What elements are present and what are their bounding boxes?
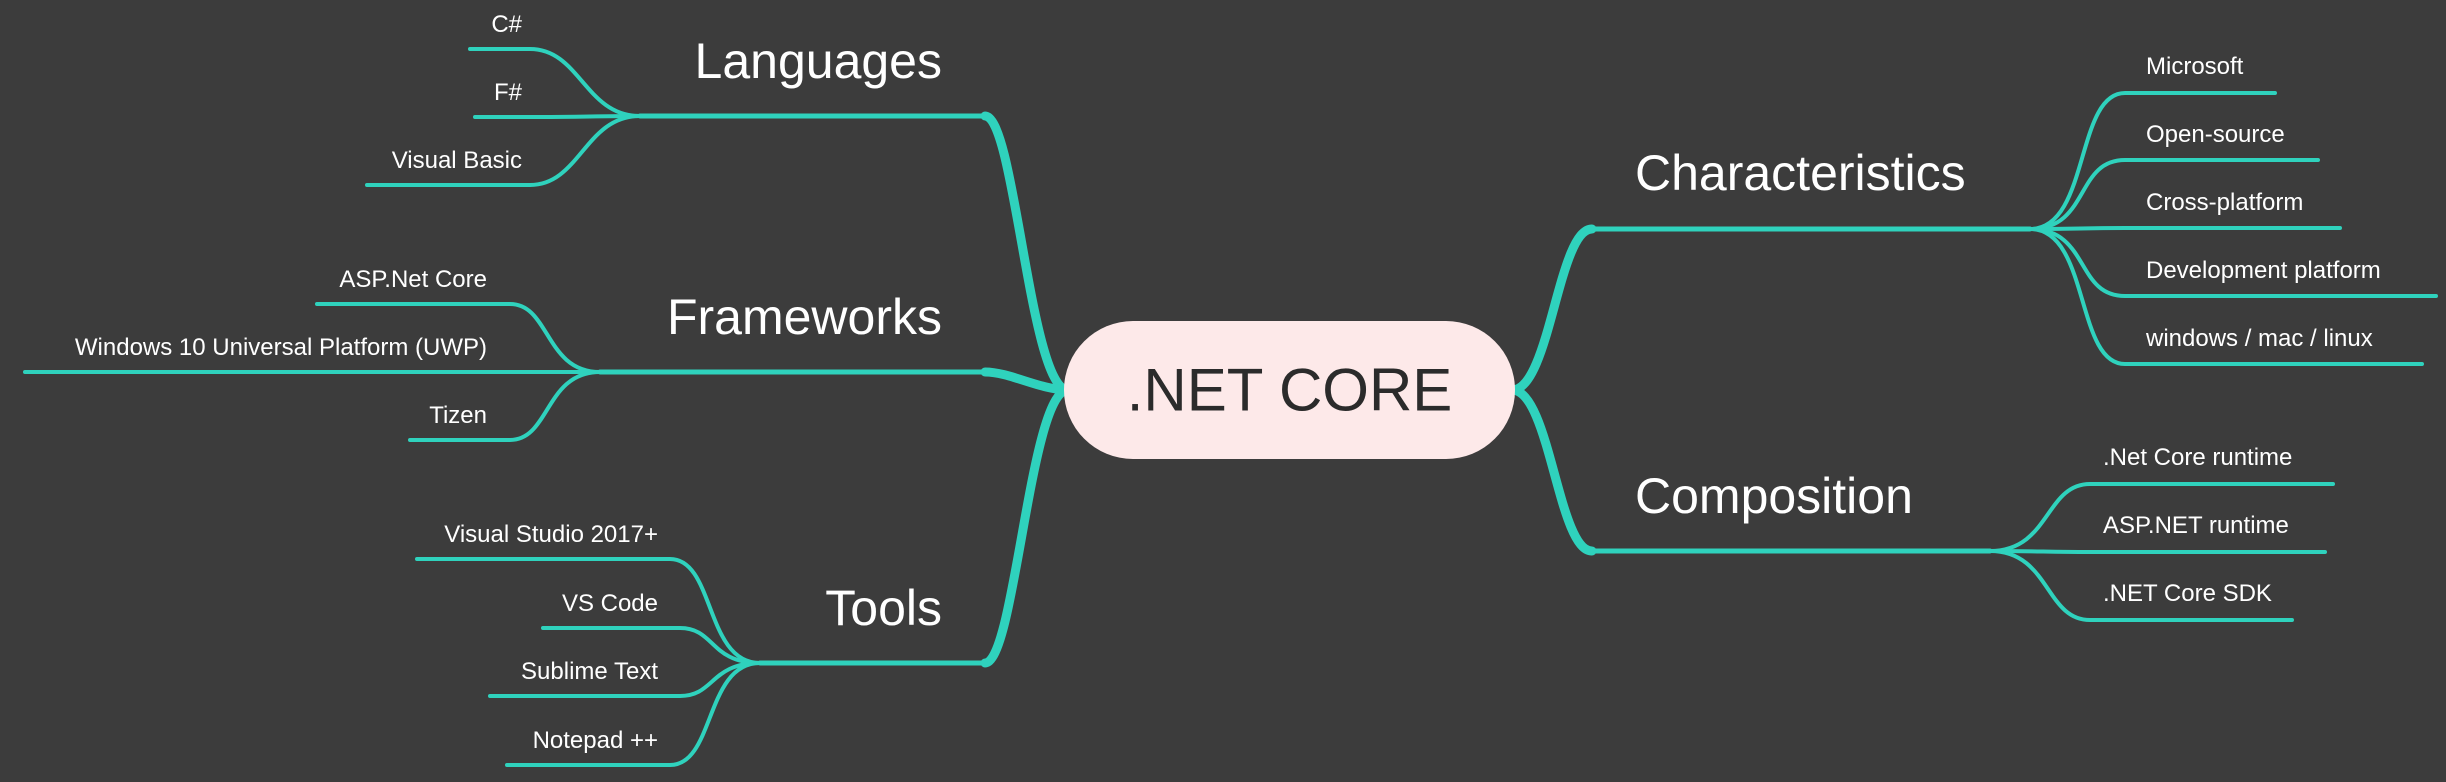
central-topic[interactable]: .NET CORE xyxy=(1064,321,1515,459)
tools-leaf-label[interactable]: Visual Studio 2017+ xyxy=(444,521,658,548)
tools-leaf-connector-1 xyxy=(415,557,762,665)
frameworks-leaf-label[interactable]: Windows 10 Universal Platform (UWP) xyxy=(75,334,487,361)
composition-leaf-label[interactable]: ASP.NET runtime xyxy=(2103,512,2289,539)
characteristics-leaf-connector-1 xyxy=(2028,91,2277,231)
tools-leaf-connector-2 xyxy=(541,626,762,665)
branch-languages-label[interactable]: Languages xyxy=(695,33,942,89)
frameworks-leaf-label[interactable]: ASP.Net Core xyxy=(339,266,487,293)
tools-leaf-label[interactable]: Notepad ++ xyxy=(533,727,658,754)
connector-center-composition xyxy=(1507,385,1597,556)
central-topic-label: .NET CORE xyxy=(1127,357,1453,424)
composition-leaf-connector-1 xyxy=(1988,482,2335,553)
languages-leaf-label[interactable]: C# xyxy=(491,11,522,38)
characteristics-leaf-label[interactable]: Open-source xyxy=(2146,121,2285,148)
characteristics-leaf-label[interactable]: Development platform xyxy=(2146,257,2381,284)
composition-leaf-connector-2 xyxy=(1988,549,2327,554)
languages-leaf-label[interactable]: Visual Basic xyxy=(392,147,522,174)
frameworks-leaf-connector-1 xyxy=(315,302,602,374)
branch-frameworks-label[interactable]: Frameworks xyxy=(667,289,942,345)
connector-center-characteristics xyxy=(1507,224,1597,395)
characteristics-leaf-label[interactable]: Microsoft xyxy=(2146,53,2244,80)
languages-leaf-connector-3 xyxy=(365,114,642,187)
frameworks-leaf-connector-3 xyxy=(408,370,602,442)
central-topic-bubble xyxy=(1064,321,1515,459)
languages-leaf-label[interactable]: F# xyxy=(494,79,523,106)
composition-leaf-connector-3 xyxy=(1988,549,2294,622)
languages-leaf-connector-1 xyxy=(468,47,642,118)
branch-composition-label[interactable]: Composition xyxy=(1635,468,1913,524)
characteristics-leaf-label[interactable]: Cross-platform xyxy=(2146,189,2303,216)
characteristics-leaf-label[interactable]: windows / mac / linux xyxy=(2145,325,2373,352)
branch-tools-label[interactable]: Tools xyxy=(825,580,942,636)
composition-leaf-label[interactable]: .Net Core runtime xyxy=(2103,444,2292,471)
characteristics-leaf-connector-3 xyxy=(2028,226,2342,231)
frameworks-leaf-label[interactable]: Tizen xyxy=(429,402,487,429)
composition-leaf-label[interactable]: .NET Core SDK xyxy=(2103,580,2272,607)
languages-leaf-connector-2 xyxy=(473,114,642,119)
characteristics-leaf-connector-2 xyxy=(2028,158,2320,231)
characteristics-leaf-connector-5 xyxy=(2028,227,2424,366)
tools-leaf-label[interactable]: Sublime Text xyxy=(521,658,658,685)
tools-leaf-label[interactable]: VS Code xyxy=(562,590,658,617)
characteristics-leaf-connector-4 xyxy=(2028,227,2438,298)
connector-center-tools xyxy=(980,385,1073,668)
connector-center-languages xyxy=(980,111,1073,395)
branch-characteristics-label[interactable]: Characteristics xyxy=(1635,145,1966,201)
tools-leaf-connector-4 xyxy=(505,661,762,767)
